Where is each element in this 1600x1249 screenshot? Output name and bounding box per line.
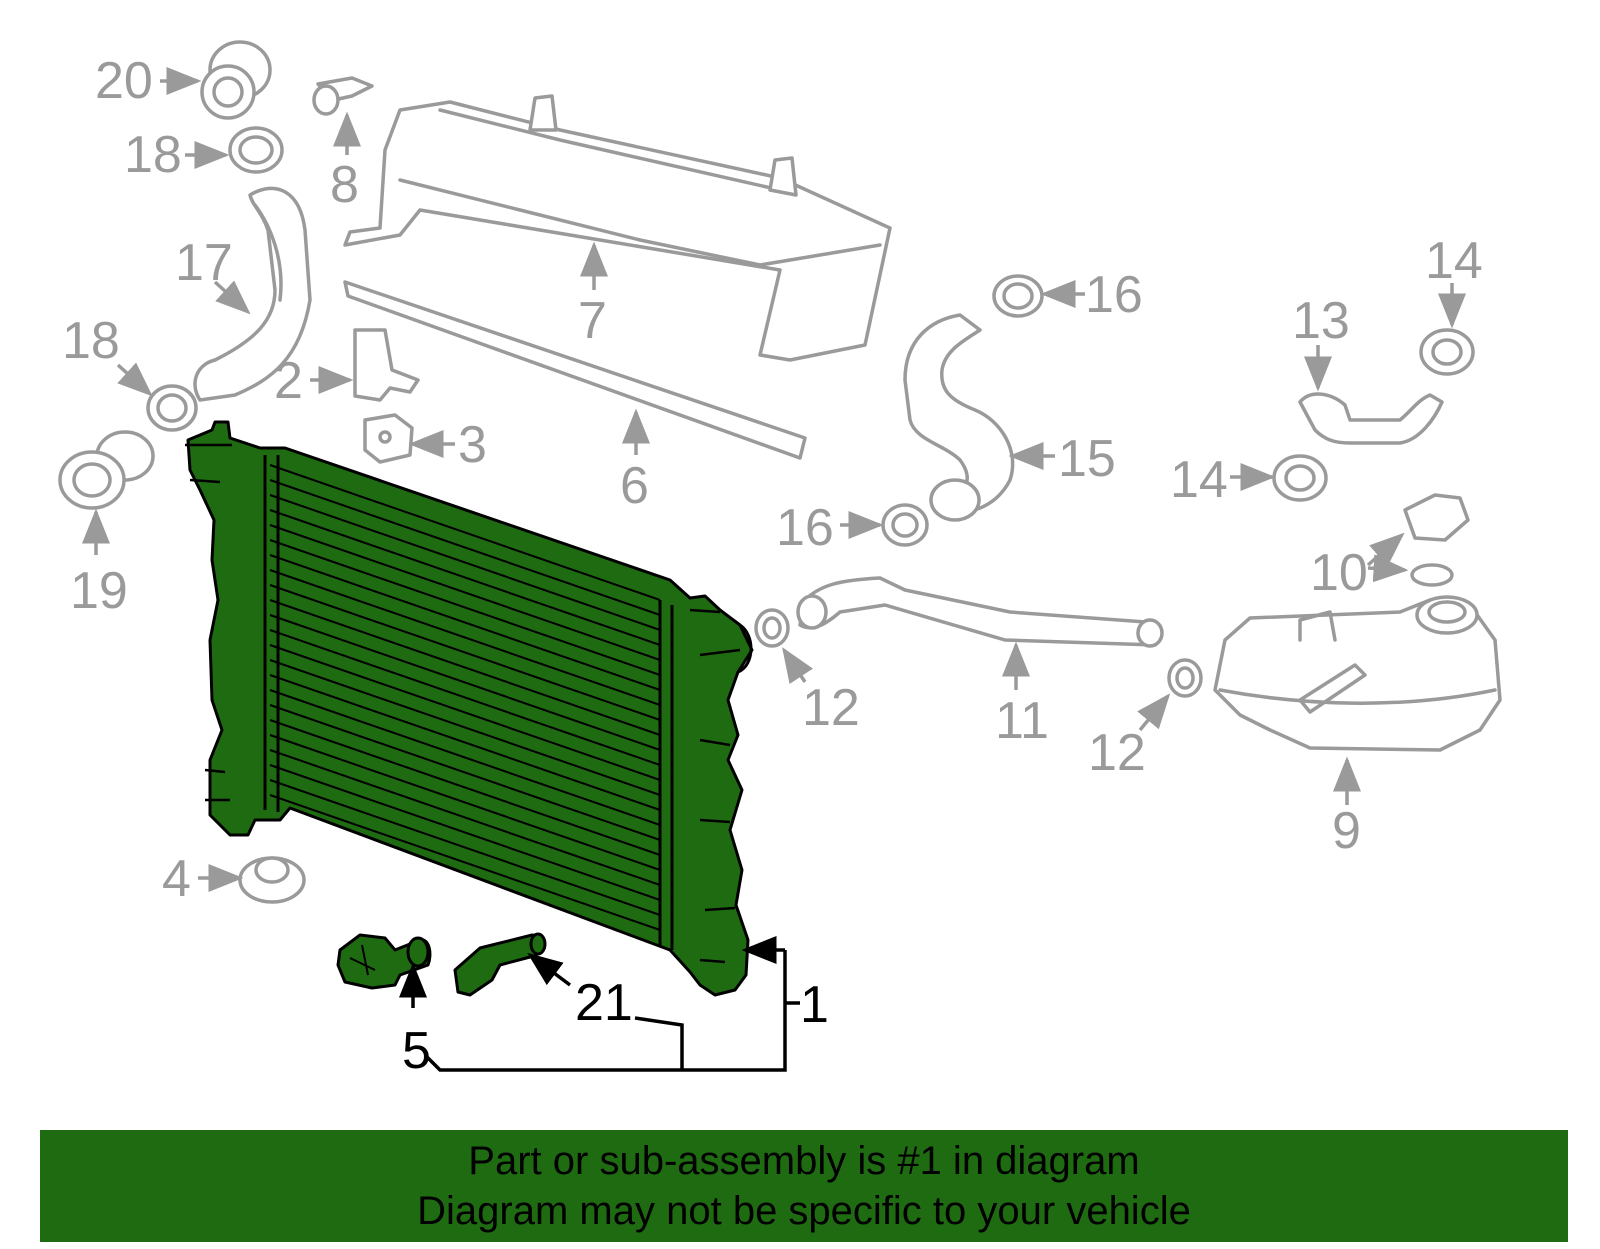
part-11-hose[interactable]: 11 <box>796 576 1164 750</box>
part-9-reservoir[interactable]: 9 <box>1213 595 1502 860</box>
callout-17: 17 <box>175 234 233 292</box>
part-18-clamp-top[interactable]: 18 <box>124 126 284 184</box>
assembly-bracket: 1 <box>423 936 829 1072</box>
part-13-hose[interactable]: 13 <box>1292 292 1444 445</box>
callout-21: 21 <box>575 974 633 1032</box>
callout-20: 20 <box>95 52 153 110</box>
part-7-baffle[interactable]: 7 <box>343 94 892 362</box>
callout-14-top: 14 <box>1425 232 1483 290</box>
part-4-mount[interactable]: 4 <box>162 850 306 908</box>
part-16-clamp-top[interactable]: 16 <box>992 266 1143 324</box>
part-6-seal[interactable]: 6 <box>343 280 807 515</box>
callout-19: 19 <box>70 562 128 620</box>
callout-12-right: 12 <box>1088 724 1146 782</box>
callout-13: 13 <box>1292 292 1350 350</box>
part-21-sensor[interactable]: 21 <box>453 932 633 1032</box>
callout-8: 8 <box>330 156 359 214</box>
callout-2: 2 <box>274 352 303 410</box>
callout-16-low: 16 <box>776 499 834 557</box>
part-12-clamp-left[interactable]: 12 <box>754 608 860 737</box>
part-10-cap[interactable]: 10 <box>1310 493 1470 602</box>
part-14-clamp-low[interactable]: 14 <box>1170 451 1328 509</box>
part-18-clamp-left[interactable]: 18 <box>62 312 198 432</box>
callout-11: 11 <box>995 692 1049 750</box>
callout-14-low: 14 <box>1170 451 1228 509</box>
callout-9: 9 <box>1332 802 1361 860</box>
part-5-drain-plug[interactable]: 5 <box>336 933 432 1080</box>
part-15-hose[interactable]: 15 <box>903 313 1116 522</box>
part-17-hose[interactable]: 17 <box>175 186 312 402</box>
part-2-bracket[interactable]: 2 <box>274 328 420 410</box>
info-banner: Part or sub-assembly is #1 in diagram Di… <box>40 1130 1568 1242</box>
callout-15: 15 <box>1058 430 1116 488</box>
callout-4: 4 <box>162 850 191 908</box>
banner-line-1: Part or sub-assembly is #1 in diagram <box>468 1139 1140 1183</box>
callout-12-left: 12 <box>802 679 860 737</box>
part-19-outlet[interactable]: 19 <box>58 430 155 620</box>
callout-16-top: 16 <box>1085 266 1143 324</box>
callout-1: 1 <box>800 976 829 1034</box>
banner-line-2: Diagram may not be specific to your vehi… <box>417 1189 1191 1233</box>
callout-18-top: 18 <box>124 126 182 184</box>
callout-10: 10 <box>1310 544 1368 602</box>
callout-18-left: 18 <box>62 312 120 370</box>
callout-6: 6 <box>620 457 649 515</box>
callout-7: 7 <box>578 292 607 350</box>
part-8-clip[interactable]: 8 <box>312 76 374 214</box>
part-3-insulator[interactable]: 3 <box>363 413 487 474</box>
part-12-clamp-right[interactable]: 12 <box>1088 658 1203 782</box>
callout-3: 3 <box>458 416 487 474</box>
part-14-clamp-top[interactable]: 14 <box>1419 232 1483 376</box>
parts-diagram: 20 18 8 7 6 17 2 <box>58 40 1502 1080</box>
callout-5: 5 <box>402 1022 431 1080</box>
part-20-neck[interactable]: 20 <box>95 40 272 120</box>
part-1-radiator[interactable] <box>185 420 754 997</box>
part-16-clamp-low[interactable]: 16 <box>776 499 929 557</box>
